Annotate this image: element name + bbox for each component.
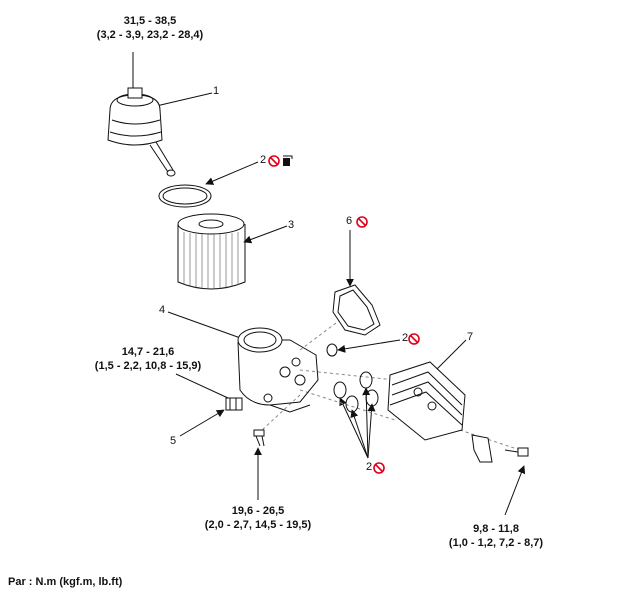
callout-6: 6 (346, 215, 353, 227)
leader-4 (167, 311, 247, 342)
torque-alt: (1,0 - 1,2, 7,2 - 8,7) (448, 537, 544, 549)
leader-2a (205, 161, 259, 185)
callout-2: 2 (402, 332, 409, 344)
part-1-filter-cap (107, 87, 176, 177)
torque-value: 31,5 - 38,5 (123, 15, 177, 27)
torque-value: 9,8 - 11,8 (473, 523, 519, 535)
torque-alt: (2,0 - 2,7, 14,5 - 19,5) (204, 519, 312, 531)
no-reuse-icon (373, 462, 385, 474)
part-2-o-ring (158, 184, 212, 208)
part-5-fitting (225, 397, 243, 411)
units-legend: Par : N.m (kgf.m, lb.ft) (8, 576, 123, 588)
part-4-filter-housing (237, 327, 319, 413)
part-3-filter-element (177, 213, 246, 290)
leader-5 (179, 409, 225, 437)
callout-1: 1 (213, 85, 220, 97)
callout-5: 5 (170, 435, 177, 447)
leader-2b (337, 339, 401, 353)
housing-bolt (253, 429, 265, 447)
callout-2: 2 (366, 461, 373, 473)
torque-alt: (3,2 - 3,9, 23,2 - 28,4) (96, 29, 204, 41)
callout-7: 7 (467, 331, 474, 343)
torque-value: 14,7 - 21,6 (121, 346, 175, 358)
no-reuse-icon (408, 333, 420, 345)
leader-1 (151, 92, 213, 110)
torque-spec-cooler-bolt: 9,8 - 11,8 (1,0 - 1,2, 7,2 - 8,7) (449, 522, 543, 550)
part-7-oil-cooler (387, 361, 466, 441)
torque-2-leader (175, 373, 229, 399)
no-reuse-icon (356, 216, 368, 228)
torque-spec-cap: 31,5 - 38,5 (3,2 - 3,9, 23,2 - 28,4) (97, 14, 203, 42)
leader-3 (243, 225, 288, 244)
callout-3: 3 (288, 219, 295, 231)
part-6-gasket (332, 284, 381, 336)
bracket (471, 434, 493, 463)
callout-4: 4 (159, 304, 166, 316)
part-2-small-o-ring (326, 343, 338, 357)
torque-value: 19,6 - 26,5 (231, 505, 285, 517)
no-reuse-icon (268, 155, 280, 167)
torque-4-arrow (504, 465, 526, 516)
callout-2: 2 (260, 154, 267, 166)
torque-spec-housing-bolt: 19,6 - 26,5 (2,0 - 2,7, 14,5 - 19,5) (205, 504, 311, 532)
torque-alt: (1,5 - 2,2, 10,8 - 15,9) (94, 360, 202, 372)
cooler-bolt (504, 447, 529, 457)
grease-icon (283, 155, 293, 166)
part-2-cooler-o-rings (333, 371, 379, 413)
torque-spec-fitting: 14,7 - 21,6 (1,5 - 2,2, 10,8 - 15,9) (95, 345, 201, 373)
